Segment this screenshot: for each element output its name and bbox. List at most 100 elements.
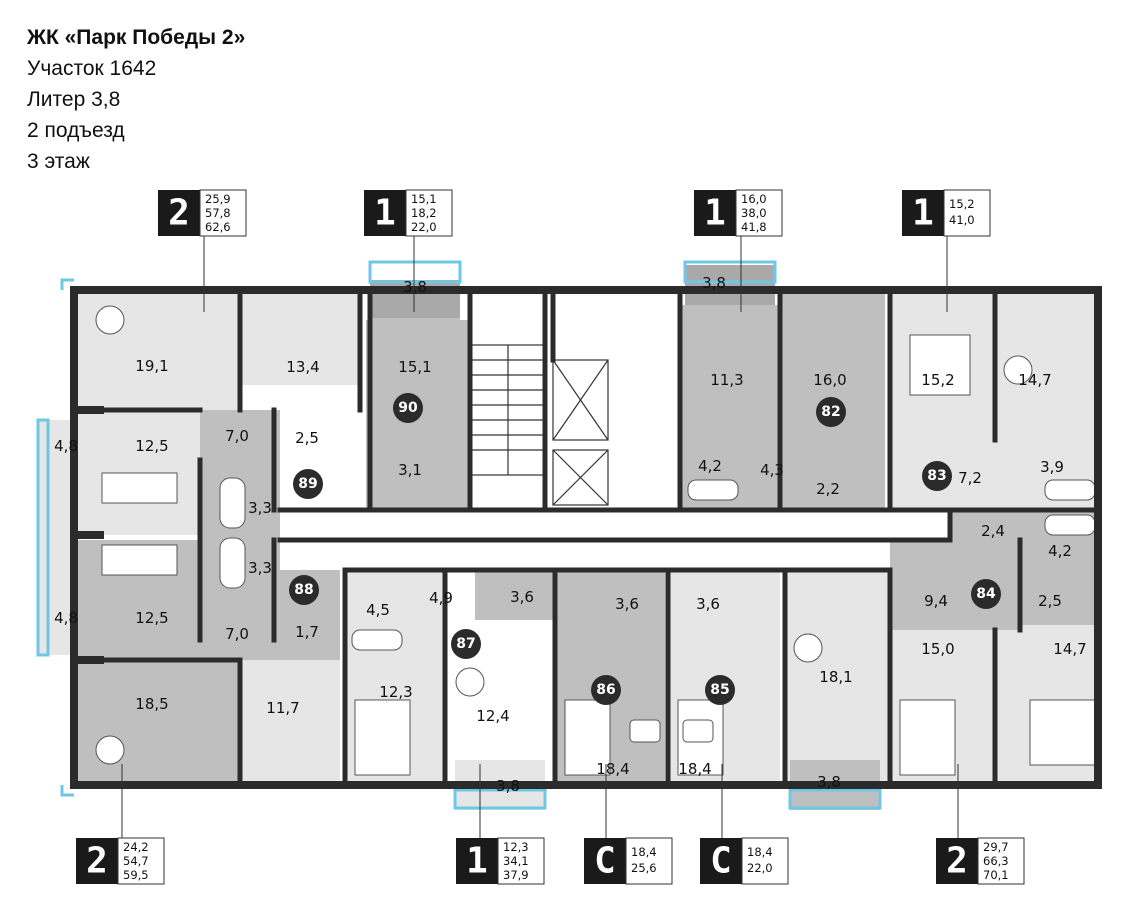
room-area: 12,3: [379, 683, 412, 701]
room-area: 2,5: [1038, 592, 1062, 610]
svg-text:85: 85: [710, 682, 729, 698]
room-area: 3,6: [510, 588, 534, 606]
svg-text:1: 1: [704, 193, 726, 234]
apartment-badge[interactable]: 85: [705, 675, 735, 705]
svg-text:38,0: 38,0: [741, 206, 767, 220]
svg-text:89: 89: [298, 476, 317, 492]
room-area: 18,4: [596, 760, 629, 778]
svg-text:25,6: 25,6: [631, 861, 657, 875]
room-area: 13,4: [286, 358, 319, 376]
apartment-tag[interactable]: С 18,4 25,6: [584, 837, 673, 885]
room-area: 7,0: [225, 427, 249, 445]
room-area: 16,0: [813, 371, 846, 389]
svg-text:С: С: [594, 841, 616, 882]
svg-text:29,7: 29,7: [983, 840, 1009, 854]
room-area: 14,7: [1053, 640, 1086, 658]
room-area: 3,8: [702, 274, 726, 292]
svg-text:88: 88: [294, 582, 313, 598]
room-area: 15,1: [398, 358, 431, 376]
entrance-label: 2 подъезд: [27, 119, 125, 142]
svg-text:70,1: 70,1: [983, 868, 1009, 882]
apartment-badge[interactable]: 82: [816, 397, 846, 427]
room-area: 3,8: [817, 773, 841, 791]
apartment-badge[interactable]: 88: [289, 575, 319, 605]
svg-text:41,0: 41,0: [949, 213, 975, 227]
room-area: 2,5: [295, 429, 319, 447]
room-area: 9,4: [924, 592, 948, 610]
room-area: 4,5: [366, 601, 390, 619]
balcony-glazing: [36, 260, 882, 810]
svg-text:86: 86: [596, 682, 615, 698]
apartment-tag[interactable]: 1 16,0 38,0 41,8: [694, 189, 783, 237]
apartment-badge[interactable]: 90: [393, 393, 423, 423]
apartment-badge[interactable]: 84: [971, 579, 1001, 609]
apartment-badge[interactable]: 87: [451, 629, 481, 659]
svg-text:57,8: 57,8: [205, 206, 231, 220]
svg-text:18,4: 18,4: [631, 845, 657, 859]
svg-text:18,4: 18,4: [747, 845, 773, 859]
svg-text:1: 1: [912, 193, 934, 234]
svg-text:41,8: 41,8: [741, 220, 767, 234]
room-area: 3,6: [615, 595, 639, 613]
room-area: 18,4: [678, 760, 711, 778]
svg-text:82: 82: [821, 404, 840, 420]
room-area: 7,2: [958, 469, 982, 487]
room-area: 3,3: [248, 559, 272, 577]
apartment-tag[interactable]: 1 12,3 34,1 37,9: [456, 837, 545, 885]
room-area: 12,5: [135, 437, 168, 455]
apartment-tag[interactable]: 2 29,7 66,3 70,1: [936, 837, 1025, 885]
svg-text:34,1: 34,1: [503, 854, 529, 868]
svg-text:25,9: 25,9: [205, 192, 231, 206]
room-area-labels: 19,1 13,4 3,8 15,1 3,8 11,3 16,0 15,2 14…: [54, 274, 1087, 795]
svg-text:62,6: 62,6: [205, 220, 231, 234]
room-area: 15,0: [921, 640, 954, 658]
room-area: 19,1: [135, 357, 168, 375]
room-area: 14,7: [1018, 371, 1051, 389]
room-area: 4,9: [429, 589, 453, 607]
svg-text:15,1: 15,1: [411, 192, 437, 206]
room-area: 1,7: [295, 623, 319, 641]
room-area: 2,2: [816, 480, 840, 498]
room-area: 4,2: [1048, 542, 1072, 560]
complex-title: ЖК «Парк Победы 2»: [27, 26, 246, 49]
svg-text:22,0: 22,0: [411, 220, 437, 234]
room-area: 4,2: [698, 457, 722, 475]
apartment-tag[interactable]: 1 15,1 18,2 22,0: [364, 189, 453, 237]
svg-text:18,2: 18,2: [411, 206, 437, 220]
svg-text:37,9: 37,9: [503, 868, 529, 882]
svg-text:84: 84: [976, 586, 996, 602]
apartment-tag[interactable]: С 18,4 22,0: [700, 837, 789, 885]
apartment-badges: 90 89 88 87 86 85 84 83 82: [289, 393, 1001, 705]
stair-core: [469, 344, 609, 506]
room-area: 7,0: [225, 625, 249, 643]
svg-text:1: 1: [374, 193, 396, 234]
room-area: 15,2: [921, 371, 954, 389]
room-area: 3,8: [496, 777, 520, 795]
apartment-badge[interactable]: 89: [293, 469, 323, 499]
room-area: 4,8: [54, 609, 78, 627]
apartment-badge[interactable]: 86: [591, 675, 621, 705]
apartment-badge[interactable]: 83: [922, 461, 952, 491]
room-area: 11,3: [710, 371, 743, 389]
floor-label: 3 этаж: [27, 150, 90, 173]
header: ЖК «Парк Победы 2» Участок 1642 Литер 3,…: [27, 22, 245, 177]
furniture: [95, 305, 1096, 776]
apartment-tag[interactable]: 1 15,2 41,0: [902, 189, 991, 237]
svg-text:15,2: 15,2: [949, 197, 975, 211]
plot-number: Участок 1642: [27, 57, 157, 80]
svg-text:83: 83: [927, 468, 946, 484]
svg-text:1: 1: [466, 841, 488, 882]
room-area: 3,8: [403, 278, 427, 296]
svg-text:С: С: [710, 841, 732, 882]
apartment-tag[interactable]: 2 25,9 57,8 62,6: [158, 189, 247, 237]
svg-text:2: 2: [86, 841, 108, 882]
svg-text:24,2: 24,2: [123, 840, 149, 854]
room-area: 4,3: [760, 461, 784, 479]
apartment-tag[interactable]: 2 24,2 54,7 59,5: [76, 837, 165, 885]
tag-leaders: [121, 236, 959, 838]
room-area: 2,4: [981, 522, 1005, 540]
liter-label: Литер 3,8: [27, 88, 121, 111]
svg-text:59,5: 59,5: [123, 868, 149, 882]
room-area: 3,1: [398, 461, 422, 479]
